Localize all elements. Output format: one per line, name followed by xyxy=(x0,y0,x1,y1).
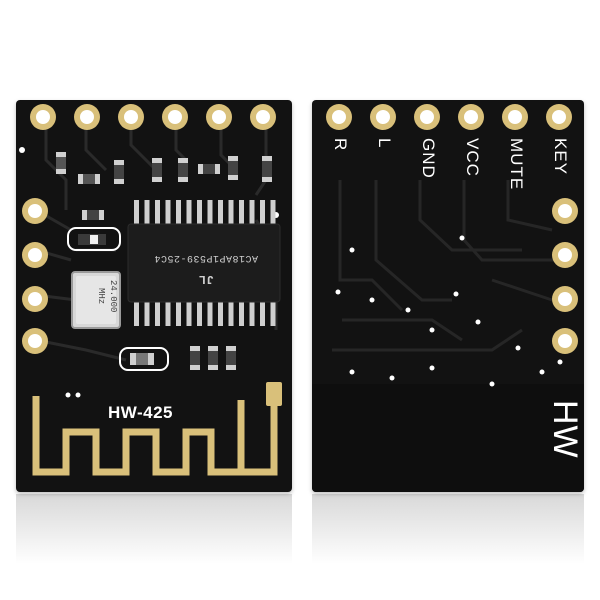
pin-label-r: R xyxy=(331,138,350,152)
front-pad-left-1 xyxy=(22,198,48,224)
chip-logo: JL xyxy=(198,272,214,286)
back-pad-top-5 xyxy=(502,104,528,130)
back-pad-right-2 xyxy=(552,242,578,268)
pin-label-key: KEY xyxy=(551,138,570,176)
front-pad-left-2 xyxy=(22,242,48,268)
front-pad-left-4 xyxy=(22,328,48,354)
front-traces-and-antenna xyxy=(19,120,282,476)
front-pad-left-3 xyxy=(22,286,48,312)
front-pad-top-5 xyxy=(206,104,232,130)
front-pad-top-2 xyxy=(74,104,100,130)
back-pad-right-4 xyxy=(552,328,578,354)
back-pcb-board: R L GND VCC MUTE KEY HW xyxy=(312,100,584,492)
back-pad-top-2 xyxy=(370,104,396,130)
back-pad-top-1 xyxy=(326,104,352,130)
front-model-label: HW-425 xyxy=(108,403,174,422)
front-board-reflection xyxy=(16,494,292,564)
front-pad-top-3 xyxy=(118,104,144,130)
front-pcb-board: AC18AP1P539-25C4 JL 24.000 MHz HW-425 xyxy=(16,100,292,492)
back-pad-right-1 xyxy=(552,198,578,224)
pin-label-gnd: GND xyxy=(419,138,438,179)
front-pad-top-6 xyxy=(250,104,276,130)
back-pad-top-6 xyxy=(546,104,572,130)
back-pad-right-3 xyxy=(552,286,578,312)
back-traces xyxy=(312,180,584,492)
crystal-marking-unit: MHz xyxy=(96,288,106,305)
pin-label-vcc: VCC xyxy=(463,138,482,177)
back-pad-top-4 xyxy=(458,104,484,130)
back-model-label: HW xyxy=(546,400,584,459)
chip-marking: AC18AP1P539-25C4 xyxy=(154,252,259,263)
back-board-reflection xyxy=(312,494,584,564)
back-pad-top-3 xyxy=(414,104,440,130)
pin-label-mute: MUTE xyxy=(507,138,526,191)
front-pad-top-4 xyxy=(162,104,188,130)
front-pad-top-1 xyxy=(30,104,56,130)
crystal-marking-freq: 24.000 xyxy=(108,280,118,313)
pin-label-l: L xyxy=(375,138,394,149)
